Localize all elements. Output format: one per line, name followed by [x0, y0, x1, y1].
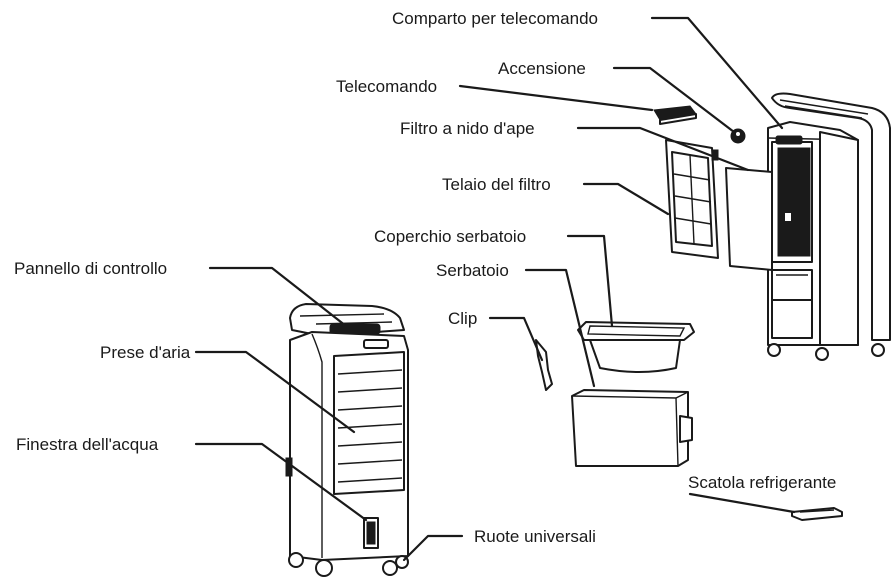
- tank-lid-drawing: [577, 321, 695, 373]
- label-serbatoio: Serbatoio: [436, 261, 509, 280]
- label-scatola-refrigerante: Scatola refrigerante: [688, 473, 836, 492]
- label-telaio-filtro: Telaio del filtro: [442, 175, 551, 194]
- clip-drawing: [535, 339, 553, 391]
- ice-box-drawing: [791, 507, 843, 521]
- label-coperchio-serbatoio: Coperchio serbatoio: [374, 227, 526, 246]
- honeycomb-filter-drawing: [725, 167, 773, 271]
- water-tank-drawing: [571, 389, 693, 467]
- filter-frame-drawing: [665, 139, 719, 259]
- label-comparto-telecomando: Comparto per telecomando: [392, 9, 598, 28]
- label-ruote-universali: Ruote universali: [474, 527, 596, 546]
- label-telecomando: Telecomando: [336, 77, 437, 96]
- label-finestra-acqua: Finestra dell'acqua: [16, 435, 159, 454]
- label-pannello-controllo: Pannello di controllo: [14, 259, 167, 278]
- label-prese-aria: Prese d'aria: [100, 343, 191, 362]
- label-accensione: Accensione: [498, 59, 586, 78]
- front-unit-drawing: [285, 303, 409, 577]
- leader-lines: [194, 16, 796, 562]
- remote-control-drawing: [653, 105, 697, 125]
- labels: Comparto per telecomando Accensione Tele…: [14, 9, 836, 546]
- rear-unit-drawing: [767, 92, 891, 361]
- label-clip: Clip: [448, 309, 477, 328]
- label-filtro-nido-ape: Filtro a nido d'ape: [400, 119, 535, 138]
